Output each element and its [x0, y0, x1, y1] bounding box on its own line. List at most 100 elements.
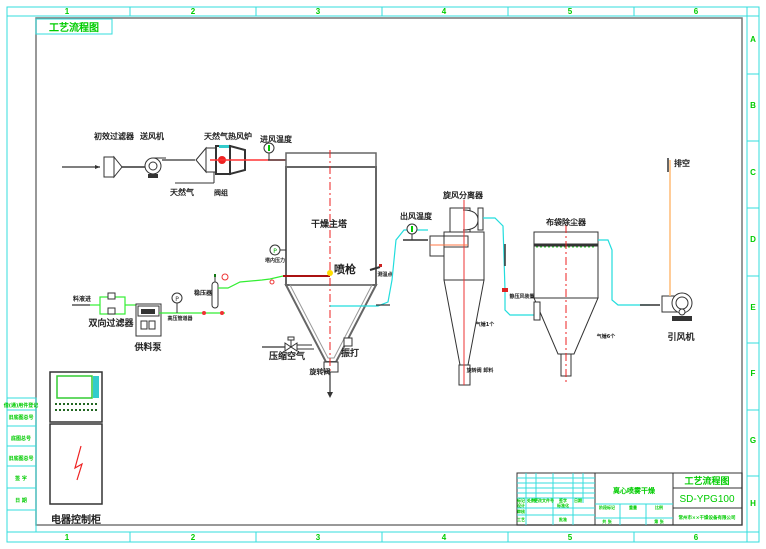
drying-tower — [284, 152, 378, 373]
gas-heater-label: 天然气热风炉 — [204, 131, 252, 141]
bag-knocker-label: 气锤6个 — [596, 333, 616, 340]
knocker-label: 振打 — [341, 347, 359, 359]
natural-gas-label: 天然气 — [170, 187, 194, 197]
valve-group-label: 阀组 — [214, 188, 228, 197]
gauge-glyph: P — [175, 296, 179, 303]
row-label: B — [750, 101, 756, 110]
title-row-cell: 批准 — [559, 516, 567, 522]
row-label: C — [750, 168, 756, 177]
sidebar-row: 日 期 — [15, 497, 27, 504]
duplex-filter — [99, 292, 126, 315]
column-separators — [129, 7, 635, 542]
row-separators — [747, 73, 759, 477]
tower-pressure-gauge: P — [269, 244, 286, 256]
temp-probe-label: 测温点 — [377, 271, 392, 278]
sidebar-row: 底图总号 — [10, 435, 31, 442]
induced-fan — [661, 292, 693, 321]
row-label: A — [750, 35, 756, 44]
cyclone-rotary-label: 旋转阀 卸料 — [466, 367, 494, 374]
sidebar-block — [6, 397, 37, 533]
drawing-border — [35, 17, 743, 526]
feed-pump — [135, 303, 162, 337]
static-pressure-label: 静压风装置 — [509, 293, 534, 300]
sidebar-row: 借(通)用件登记 — [3, 402, 39, 409]
stabilizer-label: 稳压器 — [194, 289, 213, 297]
sidebar-row: 旧底图总号 — [8, 455, 33, 462]
drying-tower-label: 干燥主塔 — [311, 218, 348, 230]
col-label-top: 2 — [191, 7, 196, 16]
stamp-box — [35, 18, 113, 35]
title-header-cell: 签字 — [558, 497, 567, 503]
company-name: 常州市××干燥设备有限公司 — [678, 514, 736, 521]
col-label-bottom: 4 — [442, 533, 447, 542]
supply-fan-label: 送风机 — [139, 131, 164, 141]
lightning-icon — [74, 445, 84, 481]
duct-bag-to-fan — [598, 239, 650, 306]
row-label: F — [751, 369, 756, 378]
inlet-temp-label: 进风温度 — [260, 134, 293, 144]
title-row-cell: 工艺 — [517, 516, 525, 522]
row-label: G — [750, 436, 756, 445]
sidebar-row: 签 字 — [14, 475, 27, 482]
feed-pump-label: 供料泵 — [133, 341, 162, 353]
control-cabinet — [49, 371, 103, 505]
inlet-temp-gauge — [263, 142, 275, 160]
row-label: D — [750, 235, 756, 244]
spray-gun-label: 喷枪 — [334, 262, 356, 276]
outlet-temp-label: 出风温度 — [400, 211, 433, 221]
arrow-icon — [95, 165, 100, 169]
rotary-valve-label: 旋转阀 — [309, 367, 331, 376]
title-row-cell: 设计 — [517, 502, 525, 508]
tower-pressure-label: 塔内压力 — [265, 257, 285, 264]
induced-fan-label: 引风机 — [667, 331, 694, 343]
sidebar-row: 旧底图总号 — [8, 414, 33, 421]
title-row-cell: 重量 — [629, 504, 637, 510]
title-block — [516, 472, 743, 526]
pump-outlet-label: 高压管道器 — [167, 315, 193, 322]
title-row-cell: 标准化 — [556, 502, 569, 508]
title-row-cell: 第 张 — [654, 518, 664, 524]
vent-label: 排空 — [674, 158, 690, 168]
valve-icon — [220, 311, 224, 315]
col-label-bottom: 6 — [694, 533, 699, 542]
feed-inlet-label: 料液进 — [73, 295, 91, 303]
stamp-title: 工艺流程图 — [49, 21, 99, 34]
pressure-gauge-icon — [221, 273, 229, 281]
title-row-cell: 共 张 — [602, 518, 612, 524]
temp-probe — [369, 264, 382, 271]
title-header-cell: 标记 — [516, 497, 525, 503]
exhaust-duct — [330, 229, 428, 307]
col-label-top: 4 — [442, 7, 447, 16]
control-cabinet-label: 电器控制柜 — [51, 513, 101, 526]
primary-filter-label: 初效过滤器 — [94, 131, 135, 141]
bag-filter-label: 布袋除尘器 — [545, 217, 587, 227]
feed-line — [218, 275, 284, 289]
col-label-bottom: 5 — [568, 533, 573, 542]
col-label-top: 3 — [316, 7, 321, 16]
col-label-bottom: 2 — [191, 533, 196, 542]
duplex-filter-label: 双向过滤器 — [88, 317, 134, 329]
col-label-top: 5 — [568, 7, 573, 16]
valve-icon — [269, 279, 275, 285]
row-label: E — [750, 303, 756, 312]
static-pressure-icon — [502, 288, 508, 292]
duct-cyclone-to-bag — [483, 217, 535, 316]
title-header-cell: 日期 — [574, 497, 582, 503]
gauge-glyph: P — [273, 248, 277, 255]
title-row-cell: 比例 — [655, 504, 663, 510]
primary-filter — [103, 155, 123, 179]
col-label-top: 1 — [65, 7, 70, 16]
valve-icon — [202, 311, 206, 315]
compressed-air-label: 压缩空气 — [269, 350, 305, 362]
cyclone-separator — [429, 207, 485, 386]
col-label-bottom: 3 — [316, 533, 321, 542]
row-label: H — [750, 499, 756, 508]
drawing-number: SD-YPG100 — [679, 494, 734, 505]
spray-gun-icon — [327, 270, 333, 276]
knocker-icon — [343, 337, 353, 347]
drawing-type: 工艺流程图 — [684, 475, 729, 487]
stabilizer — [211, 274, 219, 309]
title-row-cell: 审核 — [517, 508, 525, 514]
arrow-down-icon — [327, 392, 333, 398]
